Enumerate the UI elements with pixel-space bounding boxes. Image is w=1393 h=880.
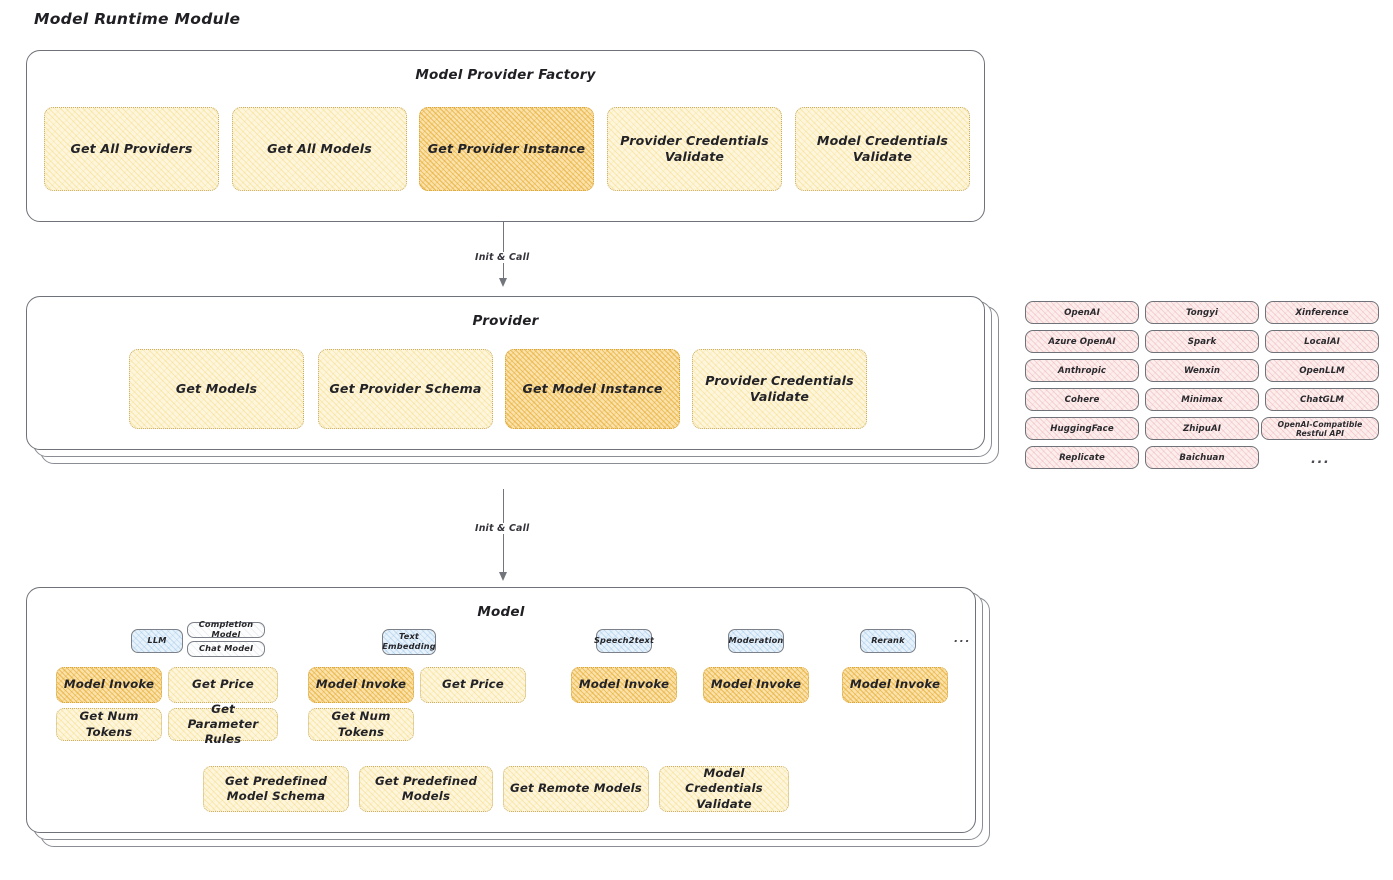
connector-2-line — [503, 489, 505, 579]
model-panel: Model LLM Completion Model Chat Model Mo… — [26, 587, 976, 833]
model-common-action-model-credentials-validate[interactable]: Model Credentials Validate — [659, 766, 789, 812]
provider-pill-baichuan[interactable]: Baichuan — [1145, 446, 1259, 469]
connector-2-arrowhead — [499, 572, 507, 581]
provider-panel: Provider Get Models Get Provider Schema … — [26, 296, 985, 450]
provider-pill-wenxin[interactable]: Wenxin — [1145, 359, 1259, 382]
provider-pill-cohere[interactable]: Cohere — [1025, 388, 1139, 411]
provider-pill-minimax[interactable]: Minimax — [1145, 388, 1259, 411]
provider-pill-localai[interactable]: LocalAI — [1265, 330, 1379, 353]
model-text-embedding-action-model-invoke[interactable]: Model Invoke — [308, 667, 414, 703]
model-llm-action-model-invoke[interactable]: Model Invoke — [56, 667, 162, 703]
model-common-action-get-remote-models[interactable]: Get Remote Models — [503, 766, 649, 812]
connector-1-arrowhead — [499, 278, 507, 287]
model-text-embedding-action-get-price[interactable]: Get Price — [420, 667, 526, 703]
factory-action-get-all-providers[interactable]: Get All Providers — [44, 107, 219, 191]
model-type-rerank[interactable]: Rerank — [860, 629, 916, 653]
provider-action-get-model-instance[interactable]: Get Model Instance — [505, 349, 680, 429]
model-subtype-completion-model[interactable]: Completion Model — [187, 619, 265, 639]
factory-action-get-all-models[interactable]: Get All Models — [232, 107, 407, 191]
provider-pill-huggingface[interactable]: HuggingFace — [1025, 417, 1139, 440]
model-moderation-action-model-invoke[interactable]: Model Invoke — [703, 667, 809, 703]
provider-pill-tongyi[interactable]: Tongyi — [1145, 301, 1259, 324]
connector-1-label: Init & Call — [471, 252, 534, 263]
provider-pill-replicate[interactable]: Replicate — [1025, 446, 1139, 469]
provider-action-get-provider-schema[interactable]: Get Provider Schema — [318, 349, 493, 429]
model-llm-action-get-num-tokens[interactable]: Get Num Tokens — [56, 708, 162, 741]
provider-pill-azure-openai[interactable]: Azure OpenAI — [1025, 330, 1139, 353]
provider-list-more: ... — [1311, 452, 1331, 467]
connector-2-label: Init & Call — [471, 523, 534, 534]
provider-pill-spark[interactable]: Spark — [1145, 330, 1259, 353]
provider-pill-chatglm[interactable]: ChatGLM — [1265, 388, 1379, 411]
model-title: Model — [477, 604, 525, 620]
model-text-embedding-action-get-num-tokens[interactable]: Get Num Tokens — [308, 708, 414, 741]
factory-action-get-provider-instance[interactable]: Get Provider Instance — [419, 107, 594, 191]
provider-pill-openai[interactable]: OpenAI — [1025, 301, 1139, 324]
factory-action-provider-credentials-validate[interactable]: Provider Credentials Validate — [607, 107, 782, 191]
provider-action-get-models[interactable]: Get Models — [129, 349, 304, 429]
model-common-action-get-predefined-model-schema[interactable]: Get Predefined Model Schema — [203, 766, 349, 812]
provider-action-provider-credentials-validate[interactable]: Provider Credentials Validate — [692, 349, 867, 429]
model-type-text-embedding[interactable]: Text Embedding — [382, 629, 436, 655]
model-type-moderation[interactable]: Moderation — [728, 629, 784, 653]
model-common-action-get-predefined-models[interactable]: Get Predefined Models — [359, 766, 493, 812]
model-type-speech2text[interactable]: Speech2text — [594, 629, 654, 653]
model-speech2text-action-model-invoke[interactable]: Model Invoke — [571, 667, 677, 703]
factory-action-model-credentials-validate[interactable]: Model Credentials Validate — [795, 107, 970, 191]
model-subtype-chat-model[interactable]: Chat Model — [187, 641, 265, 657]
provider-pill-openllm[interactable]: OpenLLM — [1265, 359, 1379, 382]
provider-title: Provider — [472, 313, 539, 329]
model-type-llm[interactable]: LLM — [131, 629, 183, 653]
model-llm-action-get-price[interactable]: Get Price — [168, 667, 278, 703]
provider-pill-openai-compatible-restful-api[interactable]: OpenAI-Compatible Restful API — [1261, 417, 1379, 440]
provider-pill-zhipuai[interactable]: ZhipuAI — [1145, 417, 1259, 440]
page-title: Model Runtime Module — [34, 10, 241, 28]
model-rerank-action-model-invoke[interactable]: Model Invoke — [842, 667, 948, 703]
factory-title: Model Provider Factory — [415, 67, 596, 83]
model-llm-action-get-parameter-rules[interactable]: Get Parameter Rules — [168, 702, 278, 746]
provider-pill-anthropic[interactable]: Anthropic — [1025, 359, 1139, 382]
model-provider-factory-panel: Model Provider Factory Get All Providers… — [26, 50, 985, 222]
provider-pill-xinference[interactable]: Xinference — [1265, 301, 1379, 324]
model-types-more: ... — [954, 632, 972, 645]
